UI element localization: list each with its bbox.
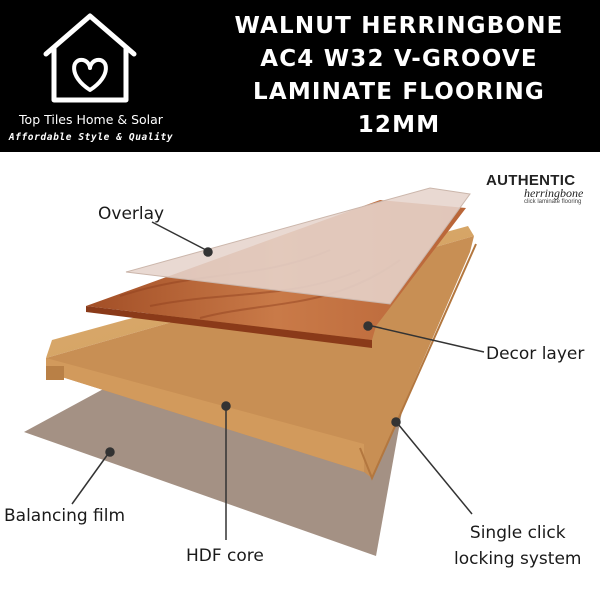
tongue-groove — [46, 366, 64, 380]
label-line: locking system — [454, 549, 582, 569]
layer-diagram — [24, 187, 485, 556]
brand-name: Top Tiles Home & Solar — [19, 112, 163, 127]
authentic-herringbone-logo: AUTHENTIC herringbone click laminate flo… — [486, 172, 596, 208]
product-title: WALNUT HERRINGBONE AC4 W32 V-GROOVE LAMI… — [200, 10, 598, 142]
header-banner: Top Tiles Home & Solar Affordable Style … — [0, 0, 600, 152]
overlay-layer — [125, 187, 471, 305]
badge-title: AUTHENTIC — [486, 172, 576, 189]
title-line: LAMINATE FLOORING — [252, 79, 546, 105]
label-decor-layer: Decor layer — [486, 344, 585, 364]
label-balancing-film: Balancing film — [4, 506, 126, 526]
label-single-click: Single click locking system — [454, 520, 581, 572]
house-heart-icon — [43, 13, 137, 103]
hdf-core-face — [46, 358, 364, 472]
title-line: WALNUT HERRINGBONE — [234, 13, 564, 39]
title-line: 12MM — [357, 112, 441, 138]
badge-subtitle: click laminate flooring — [524, 199, 582, 205]
label-hdf-core: HDF core — [186, 546, 264, 566]
title-line: AC4 W32 V-GROOVE — [260, 46, 538, 72]
leader-lines — [71, 221, 485, 540]
badge-script: herringbone — [524, 186, 584, 200]
label-overlay: Overlay — [98, 204, 165, 224]
label-line: Single click — [469, 523, 566, 543]
brand-tagline: Affordable Style & Quality — [8, 132, 174, 143]
